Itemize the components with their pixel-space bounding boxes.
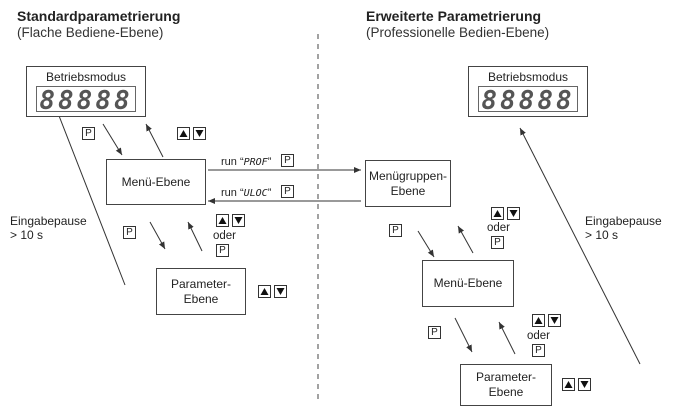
triangle-up-icon	[260, 288, 269, 295]
left-title: Standardparametrierung	[17, 8, 181, 24]
right-param-box: Parameter- Ebene	[460, 364, 552, 406]
run-prof-label: run “PROF”	[221, 156, 271, 168]
left-param-box: Parameter- Ebene	[156, 268, 246, 315]
arrow-menu-to-param-left	[149, 221, 166, 250]
p-key-right-oder-bottom: P	[532, 344, 545, 357]
triangle-down-icon	[195, 130, 204, 137]
p-key-run-prof: P	[281, 154, 294, 167]
down-key-right-top	[507, 207, 520, 220]
right-oder-label-bottom: oder	[527, 330, 551, 342]
up-key-right-bottom	[532, 314, 545, 327]
triangle-down-icon	[550, 317, 559, 324]
right-timeout-line2: > 10 s	[585, 228, 619, 242]
up-key-right-top	[491, 207, 504, 220]
left-menu-box: Menü-Ebene	[106, 159, 206, 205]
left-timeout-line2: > 10 s	[10, 228, 44, 242]
right-param-label-1: Parameter-	[475, 370, 537, 384]
up-key-right-param	[562, 378, 575, 391]
triangle-down-icon	[234, 217, 243, 224]
p-key-left-middle: P	[123, 226, 136, 239]
triangle-up-icon	[179, 130, 188, 137]
arrow-menu-to-display-left	[145, 123, 164, 158]
right-menu-label: Menü-Ebene	[433, 276, 503, 290]
right-subtitle: (Professionelle Bedien-Ebene)	[366, 25, 550, 40]
p-key-right-oder-top: P	[491, 236, 504, 249]
right-oder-label-top: oder	[487, 222, 511, 234]
right-display-label: Betriebsmodus	[487, 70, 569, 84]
up-key-left-oder	[216, 214, 229, 227]
arrow-group-to-menu-right	[417, 230, 435, 258]
run-prof-prefix: run “	[221, 156, 244, 168]
p-key-run-uloc: P	[281, 185, 294, 198]
arrow-display-to-menu-left	[102, 123, 123, 156]
right-menu-box: Menü-Ebene	[422, 260, 514, 307]
arrow-timeout-right	[519, 127, 641, 365]
left-timeout-text: Eingabepause > 10 s	[10, 214, 87, 242]
down-key-right-bottom	[548, 314, 561, 327]
left-display-box: Betriebsmodus 88888	[26, 66, 146, 117]
run-prof-code: PROF	[243, 157, 268, 168]
right-display-box: Betriebsmodus 88888	[468, 66, 588, 117]
p-key-right-top: P	[389, 224, 402, 237]
right-param-label-2: Ebene	[488, 385, 524, 399]
triangle-up-icon	[493, 210, 502, 217]
left-param-label-2: Ebene	[183, 291, 219, 306]
down-key-left-oder	[232, 214, 245, 227]
run-uloc-label: run “ULOC”	[221, 187, 271, 199]
run-uloc-suffix: ”	[267, 187, 272, 199]
triangle-down-icon	[509, 210, 518, 217]
up-key-left-top	[177, 127, 190, 140]
p-key-right-bottom: P	[428, 326, 441, 339]
down-key-left-param	[274, 285, 287, 298]
left-display-label: Betriebsmodus	[45, 70, 127, 84]
left-seven-segment-display: 88888	[36, 86, 136, 115]
p-key-left-top: P	[82, 127, 95, 140]
right-group-box: Menügruppen- Ebene	[365, 160, 451, 207]
triangle-up-icon	[534, 317, 543, 324]
right-group-label-2: Ebene	[390, 183, 426, 198]
right-group-label-1: Menügruppen-	[368, 168, 448, 183]
left-timeout-line1: Eingabepause	[10, 214, 87, 228]
triangle-up-icon	[218, 217, 227, 224]
arrow-param-to-menu-right	[498, 321, 516, 355]
left-param-label-1: Parameter-	[170, 276, 232, 291]
triangle-up-icon	[564, 381, 573, 388]
right-seven-segment-display: 88888	[478, 86, 578, 115]
run-uloc-prefix: run “	[221, 187, 244, 199]
right-timeout-text: Eingabepause > 10 s	[585, 214, 662, 242]
left-subtitle: (Flache Bediene-Ebene)	[17, 25, 164, 40]
triangle-down-icon	[276, 288, 285, 295]
right-timeout-line1: Eingabepause	[585, 214, 662, 228]
up-key-left-param	[258, 285, 271, 298]
arrow-menu-to-param-right	[454, 317, 473, 353]
p-key-left-oder: P	[216, 244, 229, 257]
run-uloc-code: ULOC	[243, 188, 268, 199]
left-oder-label: oder	[213, 230, 237, 242]
right-title: Erweiterte Parametrierung	[366, 8, 542, 24]
down-key-left-top	[193, 127, 206, 140]
triangle-down-icon	[580, 381, 589, 388]
arrow-param-to-menu-left	[187, 221, 203, 252]
run-prof-suffix: ”	[267, 156, 272, 168]
left-menu-label: Menü-Ebene	[121, 174, 191, 189]
down-key-right-param	[578, 378, 591, 391]
arrow-timeout-left	[46, 84, 126, 286]
arrow-menu-to-group-right	[457, 225, 474, 254]
